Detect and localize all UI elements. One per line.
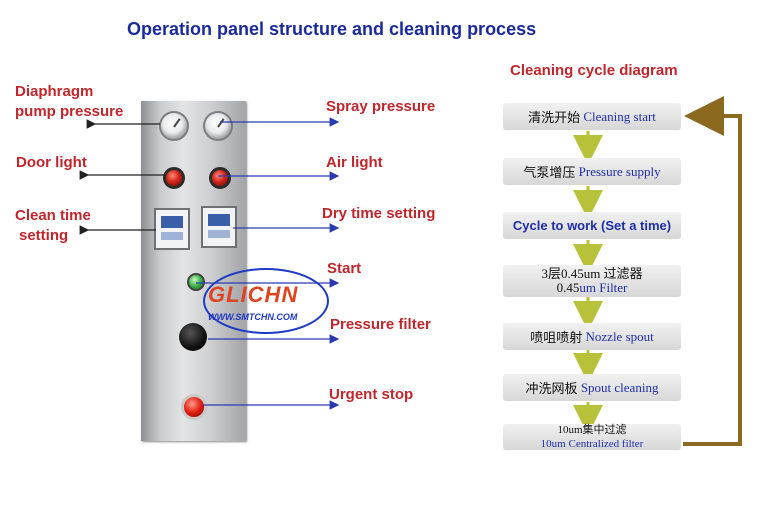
label-diaphragm-line1: Diaphragm (15, 83, 94, 100)
label-diaphragm-line2: pump pressure (15, 103, 124, 120)
flow-step-centralized-filter: 10um集中过滤 10um Centralized filter (503, 424, 681, 450)
clean-time-timer[interactable] (154, 208, 190, 250)
air-light-lamp (209, 167, 231, 189)
label-spray-pressure: Spray pressure (326, 98, 436, 115)
flow-step7-line2: 10um Centralized filter (540, 438, 644, 450)
flow-step4-line2-prefix: 0.45 (556, 280, 580, 295)
urgent-stop-button[interactable] (181, 394, 207, 420)
flow-step5-en: Nozzle spout (585, 328, 654, 344)
label-clean-time-setting: Clean time setting (15, 206, 91, 246)
dry-time-timer[interactable] (201, 206, 237, 248)
label-start: Start (327, 260, 362, 277)
spray-pressure-gauge (203, 111, 233, 141)
flow-step-filter: 3层0.45um 过滤器 0.45um Filter (503, 265, 681, 297)
flow-step-pressure-supply: 气泵增压 Pressure supply (503, 158, 681, 185)
flow-step4-line2-suffix: um Filter (579, 280, 628, 295)
door-light-lamp (163, 167, 185, 189)
operation-panel (141, 101, 246, 441)
flow-step5-cn: 喷咀喷射 (530, 330, 583, 345)
page-title: Operation panel structure and cleaning p… (127, 19, 537, 39)
flow-step6-en: Spout cleaning (580, 379, 659, 395)
flow-step-cleaning-start: 清洗开始 Cleaning start (503, 103, 681, 130)
label-urgent-stop: Urgent stop (329, 386, 414, 403)
watermark-url: WWW.SMTCHN.COM (208, 312, 298, 322)
flow-step-cycle-to-work: Cycle to work (Set a time) (503, 212, 681, 239)
flow-step-nozzle-spout: 喷咀喷射 Nozzle spout (503, 323, 681, 350)
flow-step3: Cycle to work (Set a time) (512, 218, 672, 233)
flow-step7-line1: 10um集中过滤 (557, 424, 627, 436)
flow-step2-en: Pressure supply (578, 163, 661, 179)
flow-step2-cn: 气泵增压 (523, 165, 576, 180)
flow-step-spout-cleaning: 冲洗网板 Spout cleaning (503, 374, 681, 401)
flow-step1-cn: 清洗开始 (528, 110, 581, 125)
label-diaphragm-pump-pressure: Diaphragm pump pressure (15, 82, 123, 122)
flow-step4-line1: 3层0.45um 过滤器 (541, 266, 643, 281)
diaphragm-pressure-gauge (159, 111, 189, 141)
label-door-light: Door light (16, 154, 87, 171)
label-clean-time-line1: Clean time (15, 207, 91, 224)
label-pressure-filter: Pressure filter (330, 316, 431, 333)
pressure-filter-knob[interactable] (179, 323, 207, 351)
label-air-light: Air light (326, 154, 383, 171)
loop-arrow (683, 96, 742, 446)
cycle-diagram-title: Cleaning cycle diagram (510, 62, 678, 79)
flow-step6-cn: 冲洗网板 (525, 381, 578, 396)
label-clean-time-line2: setting (19, 227, 69, 244)
label-dry-time-setting: Dry time setting (322, 205, 436, 222)
start-button[interactable] (187, 273, 205, 291)
flow-step4-line2: 0.45um Filter (557, 281, 628, 295)
flow-step1-en: Cleaning start (583, 108, 656, 124)
watermark-logo: GLICHN (208, 282, 299, 307)
watermark-ellipse (203, 268, 329, 334)
